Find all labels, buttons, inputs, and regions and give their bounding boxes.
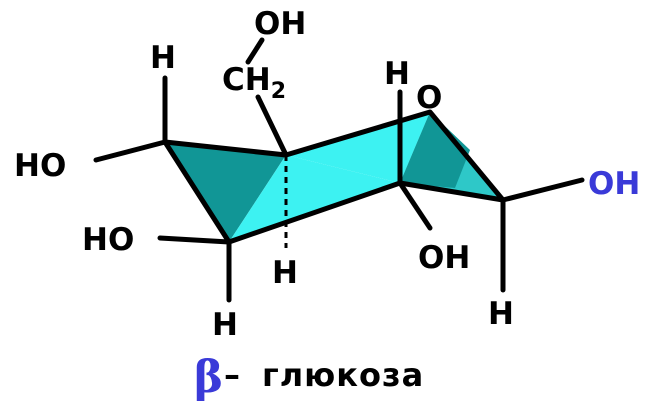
atom-c3-h: H xyxy=(212,307,238,343)
atom-ch2-c: CH xyxy=(222,62,271,98)
atom-ch2-subscript: 2 xyxy=(271,79,286,104)
atom-labels: H HO HO H H OH CH2 H O OH OH H xyxy=(14,6,640,343)
atom-c2-oh: OH xyxy=(418,240,470,276)
ring-face-left xyxy=(165,142,286,242)
caption: β – глюкоза xyxy=(194,352,424,403)
atom-c2-h: H xyxy=(384,56,410,92)
caption-word: глюкоза xyxy=(262,356,424,394)
ring-edge-front xyxy=(162,140,504,245)
caption-dash: – xyxy=(224,356,241,394)
ring-face-upper xyxy=(286,112,430,183)
atom-ch2: CH2 xyxy=(222,62,286,104)
bond-c2-oh xyxy=(397,180,433,231)
bond-c4-oh xyxy=(93,139,168,163)
bond-c5-ch2 xyxy=(255,94,289,158)
atom-c3-oh: HO xyxy=(82,222,134,258)
atom-c4-h: H xyxy=(150,40,176,76)
atom-ch2-oh: OH xyxy=(254,6,306,42)
ring-face-center xyxy=(229,155,400,242)
atom-c1-h: H xyxy=(488,296,514,332)
ring-face-right-shade xyxy=(400,112,470,188)
caption-greek-beta: β xyxy=(194,352,223,403)
bond-c1-oh xyxy=(500,177,585,203)
atom-c5-h: H xyxy=(272,255,298,291)
pyranose-ring xyxy=(162,109,505,245)
atom-c1-oh: OH xyxy=(588,166,640,202)
bonds xyxy=(93,37,585,303)
bond-ch2-oh xyxy=(245,37,265,65)
bond-c3-oh xyxy=(157,235,232,245)
atom-c4-oh: HO xyxy=(14,148,66,184)
atom-ring-o: O xyxy=(416,80,442,116)
ring-edge-back xyxy=(164,109,505,202)
